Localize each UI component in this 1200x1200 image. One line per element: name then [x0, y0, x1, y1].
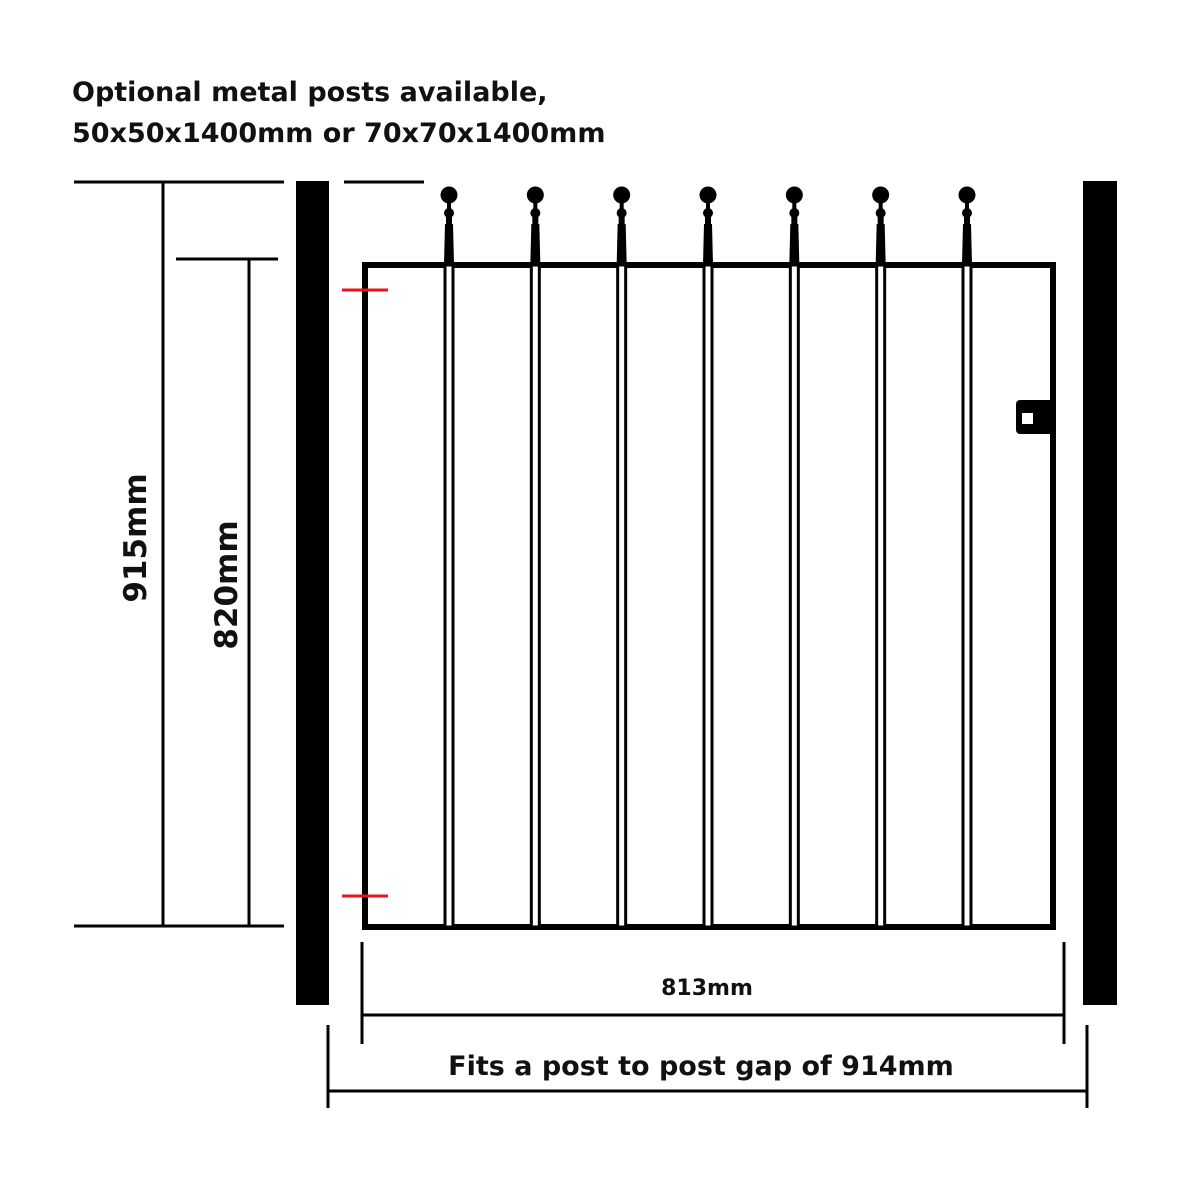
- vertical-bar: [702, 263, 714, 929]
- finials: [440, 186, 976, 264]
- posts-note-line-2: 50x50x1400mm or 70x70x1400mm: [72, 118, 606, 149]
- posts-note-line-1: Optional metal posts available,: [72, 77, 548, 108]
- ball-finial-icon: [526, 186, 544, 264]
- vertical-bar: [443, 263, 455, 929]
- vertical-bar: [961, 263, 973, 929]
- post-gap-label: Fits a post to post gap of 914mm: [448, 1051, 954, 1082]
- ball-finial-icon: [613, 186, 631, 264]
- vertical-bar: [616, 263, 628, 929]
- frame-height-label: 820mm: [209, 520, 245, 649]
- ball-finial-icon: [872, 186, 890, 264]
- vertical-bars: [443, 263, 973, 929]
- vertical-bar: [529, 263, 541, 929]
- left-post: [296, 181, 329, 1005]
- ball-finial-icon: [699, 186, 717, 264]
- vertical-bar: [788, 263, 800, 929]
- ball-finial-icon: [785, 186, 803, 264]
- gate-width-label: 813mm: [661, 976, 753, 1001]
- ball-finial-icon: [440, 186, 458, 264]
- right-post: [1083, 181, 1117, 1005]
- gate-width-dimension: [360, 942, 1066, 1044]
- latch-icon: [1016, 400, 1054, 434]
- post-gap-dimension: [326, 1025, 1089, 1108]
- overall-height-label: 915mm: [118, 473, 154, 602]
- posts-note: Optional metal posts available, 50x50x14…: [72, 72, 605, 154]
- frame-height-dimension: [176, 257, 278, 926]
- ball-finial-icon: [958, 186, 976, 264]
- vertical-bar: [875, 263, 887, 929]
